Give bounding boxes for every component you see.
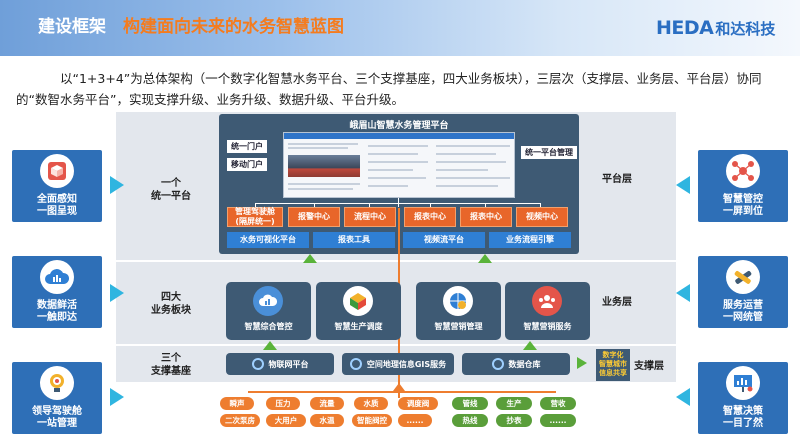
support-layer-label: 三个 支撑基座 [151, 353, 191, 377]
right-arrow-icon [110, 388, 124, 406]
data-source-pill: 水温 [310, 414, 344, 427]
data-source-pill: 生产 [496, 397, 532, 410]
up-arrow-icon [523, 341, 537, 350]
up-arrow-icon [303, 254, 317, 263]
database-icon [491, 358, 504, 370]
intro-paragraph: 以“1+3+4”为总体架构（一个数字化智慧水务平台、三个支撑基座，四大业务板块）… [16, 68, 786, 110]
cloud-chart-icon [253, 286, 283, 316]
people-service-icon [532, 286, 562, 316]
mobile-portal-button[interactable]: 移动门户 [227, 158, 267, 171]
header-banner: 建设框架 构建面向未来的水务智慧蓝图 HEDA 和达科技 [0, 0, 800, 56]
data-source-pill: 瞬声 [220, 397, 254, 410]
data-source-pill: ...... [398, 414, 432, 427]
page-title: 建设框架 [38, 17, 106, 37]
right-card-operation[interactable]: 服务运营 一网统管 [698, 256, 788, 328]
business-module-production[interactable]: 智慧生产调度 [316, 282, 401, 340]
bulb-target-icon [40, 366, 74, 400]
tool-report[interactable]: 报表工具 [313, 232, 395, 248]
center-report-2[interactable]: 报表中心 [460, 207, 512, 227]
data-source-pill: ...... [540, 414, 576, 427]
data-source-pill: 压力 [266, 397, 300, 410]
center-video[interactable]: 视频中心 [516, 207, 568, 227]
business-module-marketing-service[interactable]: 智慧营销服务 [505, 282, 590, 340]
left-arrow-icon [676, 176, 690, 194]
tool-workflow-engine[interactable]: 业务流程引擎 [489, 232, 571, 248]
intro-text: 以“1+3+4”为总体架构（一个数字化智慧水务平台、三个支撑基座，四大业务板块）… [16, 71, 762, 107]
business-layer-right-label: 业务层 [602, 297, 632, 308]
data-source-pill: 大用户 [266, 414, 306, 427]
center-alarm[interactable]: 报警中心 [288, 207, 340, 227]
production-cube-icon [343, 286, 373, 316]
logo-text-en: HEDA [656, 17, 714, 39]
center-process[interactable]: 流程中心 [344, 207, 396, 227]
presentation-icon [726, 366, 760, 400]
data-source-bus [248, 391, 556, 393]
platform-screenshot [283, 132, 515, 198]
platform-box: 峨眉山智慧水务管理平台 统一门户 移动门户 统一平台管理 管理驾驶舱 (隔屏统一… [219, 114, 579, 254]
page-subtitle: 构建面向未来的水务智慧蓝图 [123, 17, 344, 37]
unified-platform-mgmt-button[interactable]: 统一平台管理 [521, 146, 577, 159]
data-source-pill: 调度阀 [398, 397, 438, 410]
right-arrow-icon [110, 176, 124, 194]
handshake-icon [726, 260, 760, 294]
data-source-pill: 营收 [540, 397, 576, 410]
tool-video-stream[interactable]: 视频流平台 [403, 232, 485, 248]
support-iot-platform[interactable]: 物联网平台 [226, 353, 334, 375]
data-source-pill: 管线 [452, 397, 488, 410]
company-logo: HEDA 和达科技 [656, 15, 775, 41]
left-card-cockpit[interactable]: 领导驾驶舱 一站管理 [12, 362, 102, 434]
right-card-control[interactable]: 智慧管控 一屏到位 [698, 150, 788, 222]
data-source-pill: 智能阀控 [352, 414, 392, 427]
data-share-badge: 数字化 智慧城市 信息共享 [596, 349, 630, 381]
support-data-warehouse[interactable]: 数据仓库 [462, 353, 570, 375]
platform-layer-label: 一个 统一平台 [151, 178, 191, 202]
tool-visualization-platform[interactable]: 水务可视化平台 [227, 232, 309, 248]
data-source-pill: 水质 [354, 397, 388, 410]
right-card-decision[interactable]: 智慧决策 一目了然 [698, 362, 788, 434]
up-arrow-icon [263, 341, 277, 350]
data-source-pill: 抄表 [496, 414, 532, 427]
data-source-pill: 热线 [452, 414, 488, 427]
logo-text-cn: 和达科技 [715, 19, 776, 38]
iot-icon [251, 358, 264, 370]
business-layer-label: 四大 业务板块 [151, 292, 191, 316]
cloud-data-icon [40, 260, 74, 294]
platform-title: 峨眉山智慧水务管理平台 [349, 121, 449, 131]
up-arrow-icon [393, 383, 405, 391]
network-people-icon [726, 154, 760, 188]
business-module-control[interactable]: 智慧综合管控 [226, 282, 311, 340]
left-card-perception[interactable]: 全面感知 一图呈现 [12, 150, 102, 222]
platform-layer-right-label: 平台层 [602, 174, 632, 185]
left-arrow-icon [676, 284, 690, 302]
gis-icon [349, 358, 362, 370]
right-arrow-icon [110, 284, 124, 302]
left-card-data[interactable]: 数据鲜活 一触即达 [12, 256, 102, 328]
left-arrow-icon [676, 388, 690, 406]
support-gis-service[interactable]: 空间地理信息GIS服务 [342, 353, 454, 375]
share-arrow-icon [577, 357, 587, 369]
data-source-pill: 流量 [310, 397, 344, 410]
up-arrow-icon [478, 254, 492, 263]
cube-sensor-icon [40, 154, 74, 188]
globe-gear-icon [443, 286, 473, 316]
data-source-pill: 二次泵房 [220, 414, 260, 427]
unified-portal-button[interactable]: 统一门户 [227, 140, 267, 153]
center-cockpit[interactable]: 管理驾驶舱 (隔屏统一) [227, 207, 283, 227]
support-layer-right-label: 支撑层 [634, 361, 664, 372]
business-module-marketing-mgmt[interactable]: 智慧营销管理 [416, 282, 501, 340]
center-report-1[interactable]: 报表中心 [404, 207, 456, 227]
